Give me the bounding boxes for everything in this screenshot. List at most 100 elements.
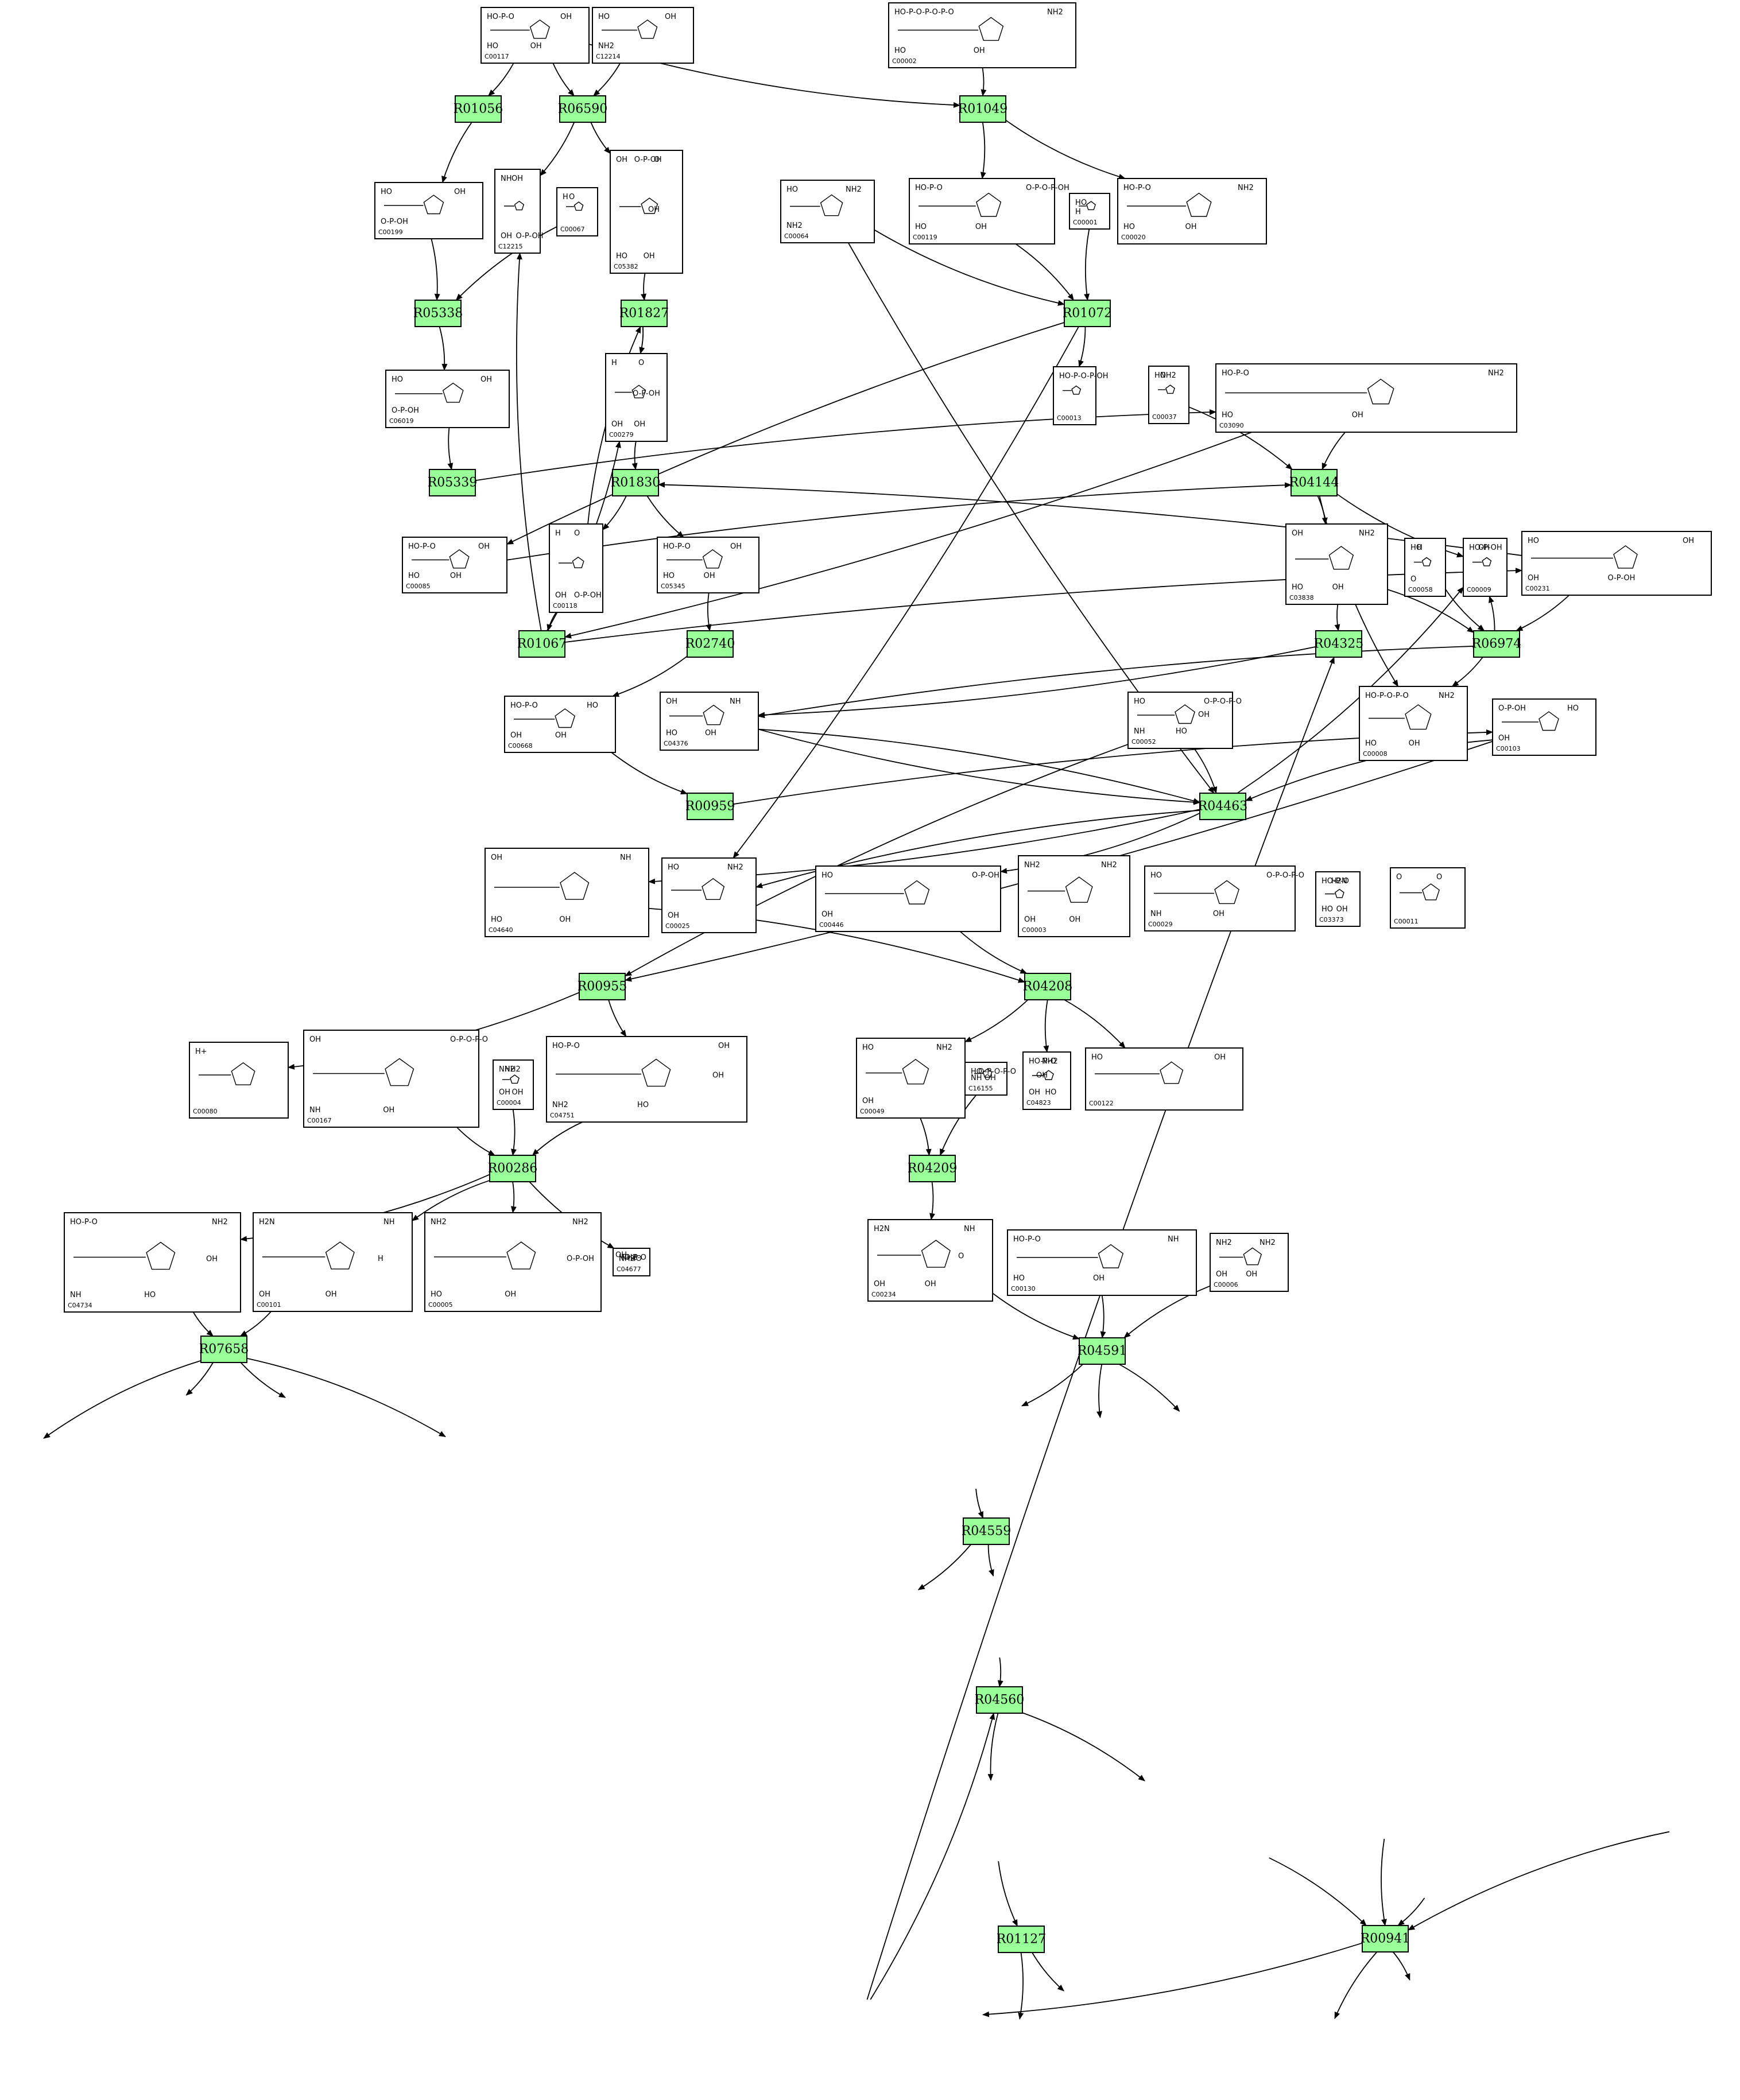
- reaction-node[interactable]: R04209: [908, 1155, 958, 1182]
- reaction-edge: [456, 1127, 495, 1156]
- reaction-node[interactable]: R01830: [611, 469, 661, 496]
- reaction-node[interactable]: R01049: [958, 95, 1008, 123]
- reaction-node[interactable]: R07658: [199, 1336, 249, 1363]
- reaction-node[interactable]: R04144: [1289, 469, 1339, 496]
- compound-id: C00446: [819, 921, 844, 929]
- reaction-box: [429, 469, 476, 496]
- reaction-node[interactable]: R04559: [962, 1517, 1012, 1545]
- compound-id: C00064: [784, 232, 809, 240]
- reaction-node[interactable]: R01827: [619, 300, 669, 327]
- reaction-node[interactable]: R06590: [558, 95, 608, 123]
- molecule-ring: [423, 195, 444, 215]
- reaction-node[interactable]: R05338: [413, 300, 463, 327]
- reaction-edge: [412, 1179, 490, 1221]
- reaction-node[interactable]: R01067: [517, 630, 567, 658]
- reaction-edge: [1408, 1831, 1670, 1931]
- atom-label: OH: [1024, 915, 1036, 924]
- compound-node[interactable]: H+C00080: [189, 1042, 289, 1119]
- reaction-node[interactable]: R05339: [428, 469, 478, 496]
- reaction-node[interactable]: R01127: [997, 1926, 1047, 1953]
- reaction-node[interactable]: R02740: [685, 630, 735, 658]
- reaction-node[interactable]: R04208: [1023, 973, 1073, 1000]
- reaction-node[interactable]: R04560: [975, 1686, 1025, 1714]
- reaction-node[interactable]: R01072: [1063, 300, 1113, 327]
- reaction-node[interactable]: R04325: [1314, 630, 1364, 658]
- atom-label: O-P-OH: [972, 871, 999, 880]
- atom-label: O: [1081, 199, 1087, 207]
- reaction-node[interactable]: R04591: [1078, 1337, 1127, 1365]
- reaction-edge: [987, 1713, 999, 1781]
- atom-label: H: [563, 193, 568, 201]
- atom-label: OH: [1683, 537, 1694, 545]
- reaction-node[interactable]: R00286: [488, 1155, 538, 1182]
- atom-label: H2N: [1331, 877, 1347, 886]
- reaction-node[interactable]: R01056: [454, 95, 503, 123]
- reaction-edge: [511, 1109, 517, 1156]
- reaction-node[interactable]: R00955: [578, 973, 627, 1000]
- molecule-ring: [1613, 545, 1638, 569]
- atom-label: HO-P-O: [1322, 877, 1349, 886]
- reaction-node[interactable]: R00941: [1361, 1925, 1410, 1953]
- molecule-ring: [641, 1058, 671, 1087]
- atom-label: OH: [1478, 544, 1490, 552]
- compound-box: [867, 1219, 993, 1302]
- reaction-node[interactable]: R06974: [1472, 630, 1522, 658]
- reaction-node[interactable]: R00959: [685, 793, 735, 820]
- atom-label: H: [555, 529, 561, 538]
- atom-label: NH2: [552, 1101, 568, 1109]
- compound-box: [64, 1212, 241, 1313]
- compound-box: [253, 1212, 413, 1312]
- reaction-node[interactable]: R04463: [1198, 793, 1248, 820]
- reaction-edge: [1005, 119, 1126, 180]
